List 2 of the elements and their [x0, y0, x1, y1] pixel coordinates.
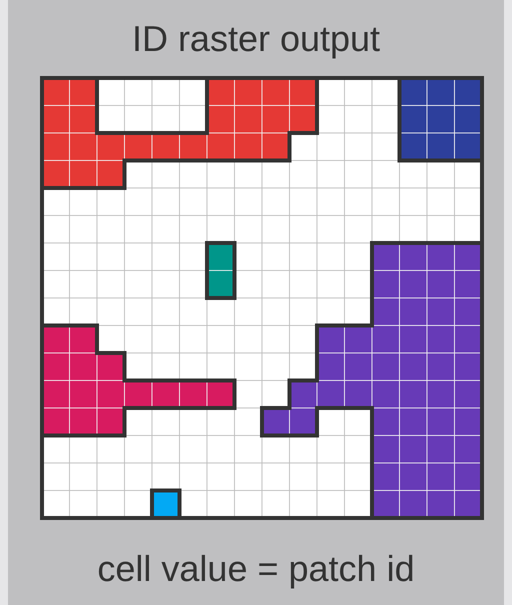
title: ID raster output: [130, 18, 382, 60]
caption: cell value = patch id: [96, 548, 416, 590]
